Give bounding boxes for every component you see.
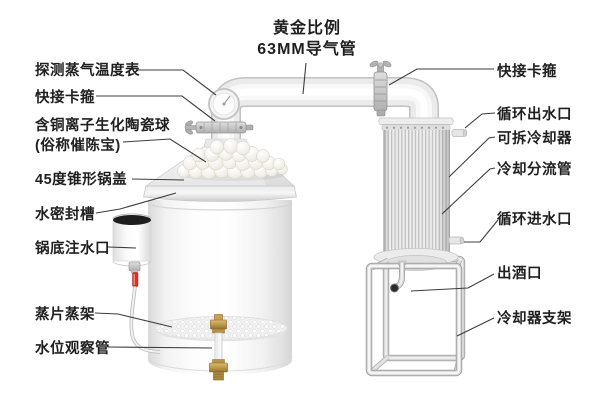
label-water-seal: 水密封槽 [35, 207, 95, 223]
label-water-inlet: 锅底注水口 [35, 241, 110, 257]
label-ceramic-balls-line1: 含铜离子生化陶瓷球 [35, 118, 170, 134]
funnel-opening [113, 215, 151, 225]
liquor-spout [390, 260, 406, 293]
label-steam-rack: 蒸片蒸架 [35, 307, 95, 323]
cooler-stand-back [382, 255, 466, 362]
water-funnel [112, 213, 161, 354]
label-liquor-out: 出酒口 [497, 266, 542, 282]
clamp-left-hardware [184, 120, 254, 135]
label-clamp-left: 快接卡箍 [35, 90, 95, 106]
label-ceramic-balls: 含铜离子生化陶瓷球 (俗称催陈宝) [35, 116, 170, 156]
label-clamp-right: 快接卡箍 [497, 64, 557, 80]
temperature-gauge [208, 88, 240, 120]
water-level-assembly [209, 314, 228, 381]
label-cone-lid: 45度锥形锅盖 [35, 172, 128, 188]
circulation-outlet-port [451, 129, 468, 137]
label-ceramic-balls-line2: (俗称催陈宝) [35, 138, 121, 154]
water-seal-rim [143, 185, 297, 202]
label-circ-out: 循环出水口 [497, 107, 572, 123]
label-level-tube: 水位观察管 [35, 341, 110, 357]
label-temp-gauge: 探测蒸气温度表 [35, 63, 140, 79]
label-circ-in: 循环进水口 [497, 212, 572, 228]
label-gas-pipe-line2: 63MM导气管 [257, 41, 357, 58]
sight-glass-red [132, 272, 139, 287]
cooler-body [373, 117, 468, 271]
label-gas-pipe: 黄金比例 63MM导气管 [257, 18, 356, 60]
label-gas-pipe-line1: 黄金比例 [272, 20, 341, 37]
label-diverter: 冷却分流管 [497, 162, 572, 178]
label-stand: 冷却器支架 [497, 311, 572, 327]
clamp-right-hardware [369, 60, 392, 117]
ceramic-balls-heap [177, 138, 288, 181]
flange-bolts [385, 126, 445, 129]
circulation-inlet-port [448, 236, 465, 245]
level-glass-tube [214, 332, 223, 363]
cooler-stand-front [365, 257, 463, 377]
leader-lines [94, 62, 499, 349]
label-cooler: 可拆冷却器 [497, 131, 572, 147]
